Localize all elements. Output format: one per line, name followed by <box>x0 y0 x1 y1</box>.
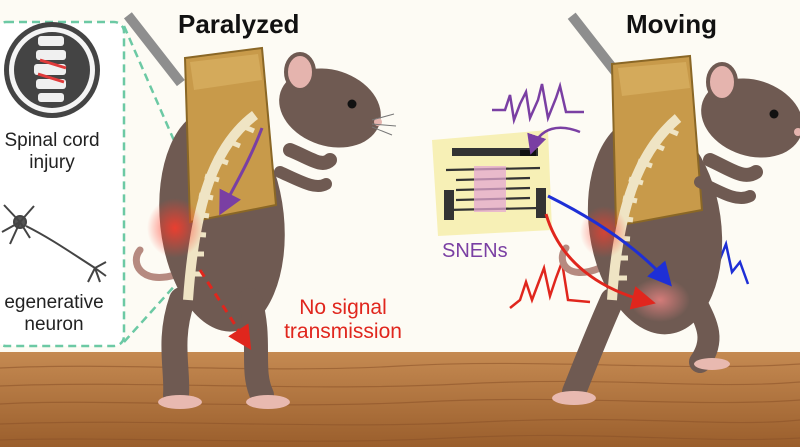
left-rat <box>123 12 397 409</box>
label-spinal-cord-injury: Spinal cord injury <box>0 130 112 174</box>
left-support-rod <box>123 12 185 87</box>
label-degenerative-neuron: egenerative neuron <box>0 292 116 336</box>
purple-input-arrow <box>527 126 581 155</box>
label-no-signal: No signal transmission <box>258 296 428 344</box>
red-signal-arrow <box>544 213 656 310</box>
left-spine <box>183 111 259 301</box>
blue-signal-arrow <box>547 194 672 287</box>
label-neuron-line1: egenerative <box>4 292 104 313</box>
left-injury-glow <box>147 198 203 258</box>
label-no-signal-line2: transmission <box>284 320 402 344</box>
inset-connector-bottom <box>123 261 197 343</box>
red-waveform <box>509 257 591 309</box>
label-spinal-cord-line2: injury <box>29 151 75 173</box>
label-no-signal-line1: No signal <box>299 296 387 319</box>
neuron-icon <box>1 204 107 283</box>
spinal-cord-icon <box>4 22 100 118</box>
right-injury-glow <box>580 206 628 258</box>
title-paralyzed: Paralyzed <box>178 9 300 39</box>
snen-device-icon <box>432 130 552 236</box>
purple-waveform <box>492 81 584 125</box>
right-rat <box>552 12 800 405</box>
title-moving: Moving <box>626 9 717 39</box>
label-snens: SNENs <box>442 240 508 262</box>
wooden-floor <box>0 352 800 447</box>
label-neuron-line2: neuron <box>24 313 84 335</box>
label-spinal-cord-line1: Spinal cord <box>4 130 100 151</box>
floor-wood-grain <box>0 362 800 442</box>
